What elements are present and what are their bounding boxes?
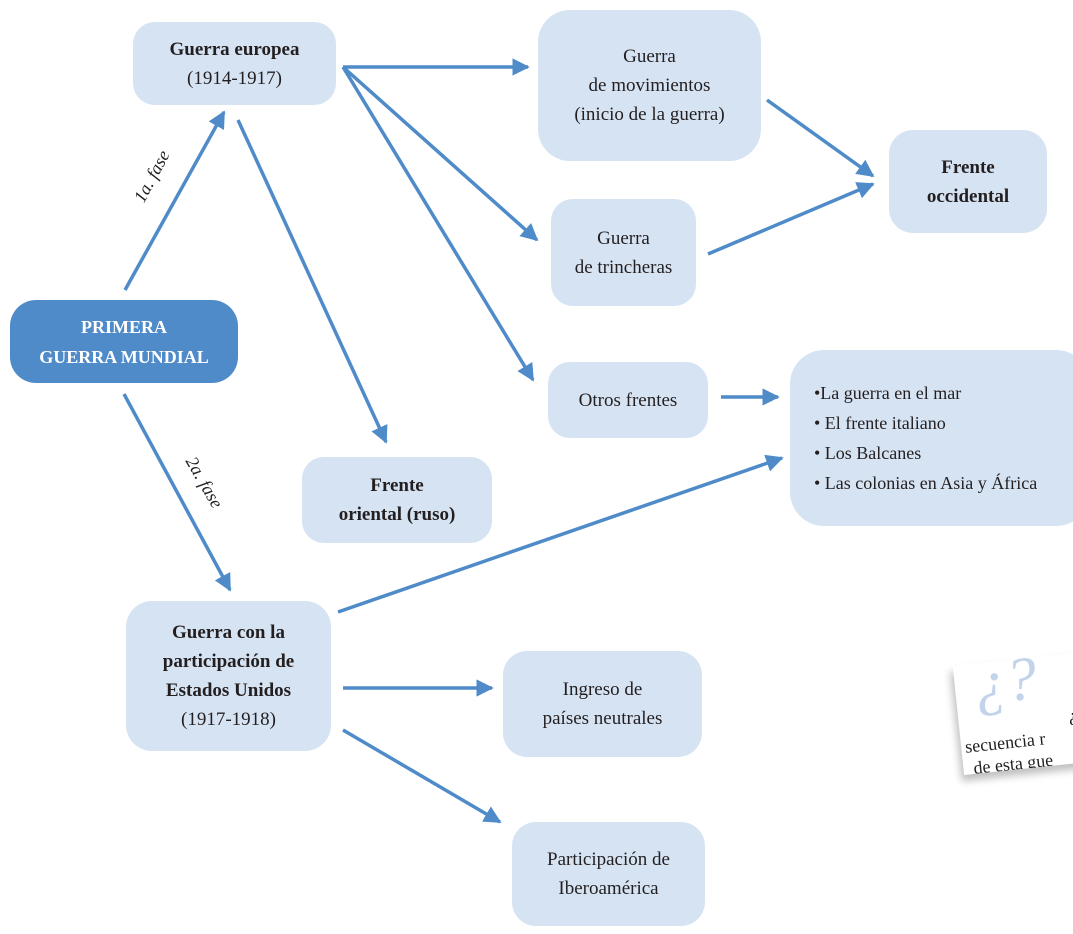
eastern-line-2: oriental (ruso) [338,504,456,525]
us-war-node: Guerra con la participación de Estados U… [126,601,331,751]
latam-line-2: Iberoamérica [558,878,659,899]
note-line-1: ¿ [1067,704,1073,726]
european-war-title: Guerra europea [169,38,300,60]
movement-line-1: Guerra [623,46,676,67]
arrow-root-to-us-war [122,393,232,592]
movement-line-2: de movimientos [588,75,711,96]
trench-line-2: de trincheras [574,256,673,278]
us-war-years: (1917-1918) [181,709,276,730]
european-war-years: (1914-1917) [187,67,282,89]
list-item-italy: • El frente italiano [814,413,946,433]
arrow-european-to-eastern-front [236,119,388,444]
eastern-front-node: Frente oriental (ruso) [302,457,492,543]
western-line-2: occidental [926,185,1010,207]
arrow-european-to-other-fronts [341,66,535,382]
other-fronts-node: Otros frentes [548,362,708,438]
movement-war-node: Guerra de movimientos (inicio de la guer… [538,10,761,161]
movement-line-3: (inicio de la guerra) [574,104,725,125]
root-line-1: PRIMERA [81,316,167,337]
trench-line-1: Guerra [597,227,650,249]
neutral-line-1: Ingreso de [562,679,643,700]
us-war-line-3: Estados Unidos [165,680,292,701]
arrow-us-to-list [337,454,784,614]
european-war-node: Guerra europea (1914-1917) [133,22,336,105]
arrow-us-to-latam [342,728,502,824]
other-fronts-list-node: •La guerra en el mar • El frente italian… [790,350,1073,526]
other-fronts-label: Otros frentes [578,389,678,411]
root-line-2: GUERRA MUNDIAL [39,346,209,367]
western-line-1: Frente [941,156,995,178]
question-note: ¿? ¿ secuencia r de esta gue [952,650,1073,776]
list-item-sea: •La guerra en el mar [814,383,962,403]
latam-line-1: Participación de [547,849,670,870]
list-item-colonies: • Las colonias en Asia y África [814,473,1038,493]
neutral-entry-node: Ingreso de países neutrales [503,651,702,757]
neutral-line-2: países neutrales [542,708,663,729]
us-war-line-2: participación de [162,651,295,672]
western-front-node: Frente occidental [889,130,1047,233]
root-node: PRIMERA GUERRA MUNDIAL [10,300,238,383]
arrow-root-to-european-war [123,110,226,291]
latam-node: Participación de Iberoamérica [512,822,705,926]
arrow-trench-to-western [707,182,875,256]
trench-war-node: Guerra de trincheras [551,199,696,306]
eastern-line-1: Frente [370,475,424,496]
us-war-line-1: Guerra con la [172,622,285,643]
arrow-movement-to-western [765,98,875,178]
list-item-balkans: • Los Balcanes [814,443,922,463]
arrow-european-to-trench [341,65,539,242]
